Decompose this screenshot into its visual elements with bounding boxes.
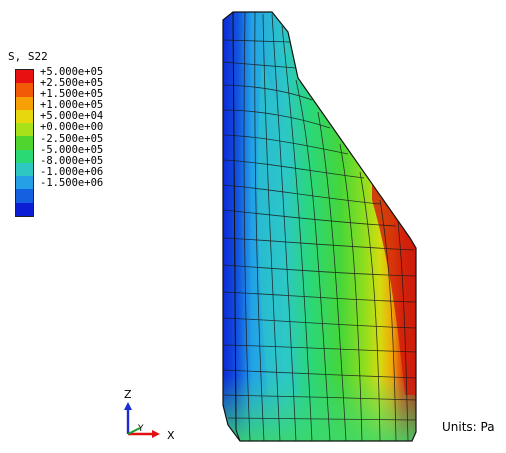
legend-swatch <box>16 83 33 97</box>
x-axis-arrow <box>152 430 160 438</box>
legend-swatch <box>16 136 33 150</box>
legend-label: +5.000e+05 <box>40 66 104 78</box>
legend-swatch <box>16 189 33 203</box>
y-axis-label: Y <box>137 424 144 434</box>
legend-swatch <box>16 96 33 110</box>
legend-color-bar <box>15 69 34 217</box>
legend-label: -5.000e+05 <box>40 143 104 156</box>
legend-swatch <box>16 123 33 137</box>
axis-triad: Z Y X <box>124 388 175 442</box>
legend-label: -1.500e+06 <box>40 176 104 189</box>
legend-label: +2.500e+05 <box>40 77 104 90</box>
z-axis-label: Z <box>124 388 132 401</box>
legend-label: +0.000e+00 <box>40 121 104 134</box>
legend-swatch <box>16 202 33 216</box>
legend-swatch <box>16 176 33 190</box>
legend-swatch <box>16 70 33 84</box>
legend-label: -2.500e+05 <box>40 132 104 145</box>
legend-swatch <box>16 149 33 163</box>
legend-swatch <box>16 162 33 177</box>
legend-label: -8.000e+05 <box>40 154 104 167</box>
legend-title: S, S22 <box>8 50 48 63</box>
legend-label: +1.000e+05 <box>40 99 104 112</box>
units-label: Units: Pa <box>442 420 495 434</box>
z-axis-arrow <box>124 402 132 410</box>
legend-label: +5.000e+04 <box>40 110 104 123</box>
legend-swatch <box>16 109 33 124</box>
legend-labels: +5.000e+05 +2.500e+05 +1.500e+05 +1.000e… <box>40 66 104 189</box>
dam-body <box>222 11 417 442</box>
legend-label: +1.500e+05 <box>40 88 104 101</box>
legend-label: -1.000e+06 <box>40 165 104 178</box>
y-axis-line <box>127 427 141 435</box>
x-axis-label: X <box>167 429 175 442</box>
